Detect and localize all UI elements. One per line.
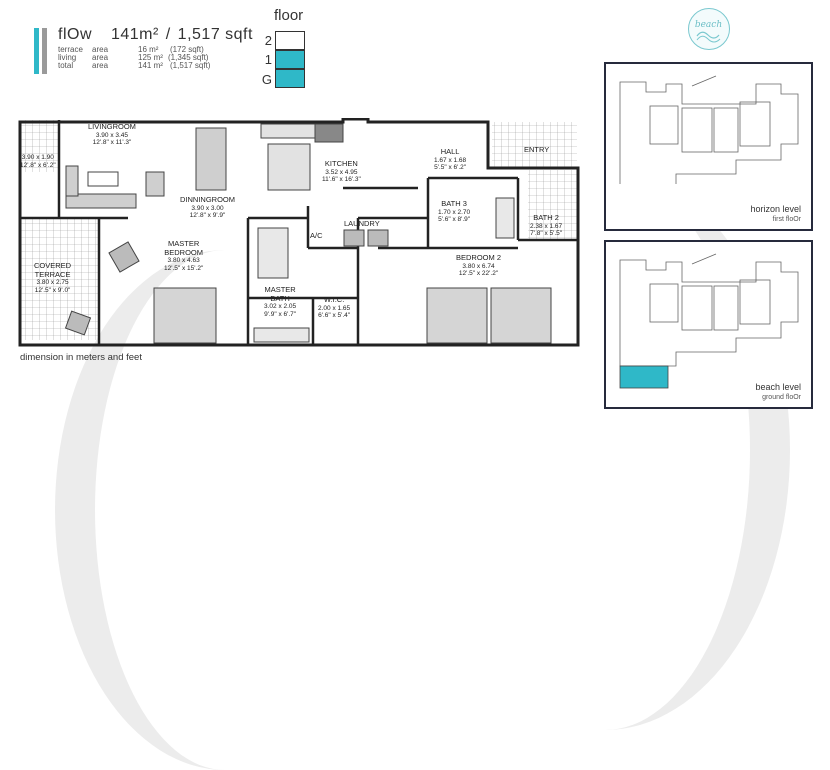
floor-box-1 (275, 50, 305, 69)
unit-size-metric: 141m² (110, 26, 159, 43)
floor-plan-drawing (18, 118, 580, 347)
floor-plan: 3.90 x 1.90 12'.8" x 6'.2" LIVINGROOM 3.… (18, 118, 585, 348)
room-bath2: BATH 2 2.38 x 1.67 7'.8" x 5'.5" (530, 214, 562, 238)
room-living: LIVINGROOM 3.90 x 3.45 12'.8" x 11'.3" (88, 123, 136, 147)
room-name-line2: TERRACE (34, 269, 71, 279)
key-plan-horizon-level: horizon level first floOr (604, 62, 813, 231)
room-dims-imperial: 9'.9" x 6'.7" (264, 310, 297, 318)
room-name-line2: BEDROOM (164, 247, 204, 257)
area-metric: 141 m² (138, 61, 163, 70)
floor-box-g (275, 69, 305, 88)
room-dims-imperial: 12'.5" x 15'.2" (164, 264, 204, 272)
room-name: MASTER (168, 239, 200, 248)
key-plan-drawing (619, 253, 799, 389)
wave-logo-icon: beach (688, 8, 730, 50)
room-dims-imperial: 7'.8" x 5'.5" (530, 230, 563, 237)
room-name-line2: BATH (270, 293, 290, 303)
floor-label-2: 2 (264, 33, 272, 48)
room-master-bedroom: MASTER BEDROOM 3.80 x 4.63 12'.5" x 15'.… (164, 240, 203, 272)
room-dims: 3.90 x 1.90 (21, 154, 54, 161)
key-plan-title: horizon level (750, 204, 801, 214)
key-plan-title: beach level (755, 382, 801, 392)
room-dims-imperial: 12'.8" x 9'.9" (189, 212, 226, 219)
room-name: MASTER (264, 285, 296, 294)
room-name: COVERED (34, 261, 72, 270)
room-name: ENTRY (524, 145, 550, 154)
room-small-terrace: 3.90 x 1.90 12'.8" x 6'.2" (20, 154, 56, 169)
room-name: BATH 2 (533, 213, 559, 222)
room-entry: ENTRY (524, 146, 549, 155)
unit-size-imperial: 1,517 sqft (177, 26, 253, 43)
room-dims: 1.67 x 1.68 (434, 156, 467, 164)
room-dims: 3.90 x 3.45 (95, 131, 129, 139)
room-dims: 3.02 x 2.05 (264, 303, 297, 310)
room-dining: DINNINGROOM 3.90 x 3.00 12'.8" x 9'.9" (180, 196, 235, 220)
logo-text: beach (694, 20, 723, 30)
room-dims-imperial: 12'.5" x 22'.2" (458, 270, 499, 277)
room-name: BEDROOM 2 (456, 253, 502, 262)
room-bedroom2: BEDROOM 2 3.80 x 6.74 12'.5" x 22'.2" (456, 254, 501, 278)
room-dims: 3.52 x 4.95 (325, 168, 358, 176)
unit-size-separator: / (165, 26, 171, 43)
room-dims-imperial: 6'.6" x 5'.4" (318, 312, 351, 319)
room-name: HALL (440, 147, 460, 156)
room-name: A/C (310, 231, 323, 240)
logo-waves (696, 31, 721, 43)
room-dims-imperial: 5'.5" x 6'.2" (434, 164, 467, 171)
title-accent-bar-teal (34, 28, 39, 74)
dimension-footnote: dimension in meters and feet (20, 352, 142, 363)
room-name: LIVINGROOM (88, 122, 136, 131)
room-name: LAUNDRY (344, 219, 380, 228)
area-word: area (92, 61, 109, 70)
room-kitchen: KITCHEN 3.52 x 4.95 11'.6" x 16'.3" (322, 160, 361, 184)
key-plan-drawing (619, 75, 799, 184)
area-label: total (58, 61, 74, 70)
room-bath3: BATH 3 1.70 x 2.70 5'.6" x 8'.9" (438, 200, 470, 224)
unit-name: flOw (58, 26, 92, 43)
room-dims-imperial: 12'.5" x 9'.0" (34, 286, 71, 294)
key-plan-subtitle: first floOr (772, 216, 801, 223)
floor-indicator-title: floor (274, 7, 304, 24)
room-dims-imperial: 5'.6" x 8'.9" (438, 216, 471, 223)
title-accent-bar-grey (42, 28, 47, 74)
key-plan-beach-level: beach level ground floOr (604, 240, 813, 409)
area-word: area (92, 45, 109, 54)
area-metric: 16 m² (138, 45, 159, 54)
room-laundry: LAUNDRY (344, 220, 380, 229)
room-dims: 2.38 x 1.67 (530, 222, 563, 230)
floor-box-2 (275, 31, 305, 50)
room-covered-terrace: COVERED TERRACE 3.80 x 2.75 12'.5" x 9'.… (34, 262, 71, 294)
area-imperial: (1,517 sqft) (170, 61, 211, 70)
room-dims: 3.80 x 2.75 (36, 279, 69, 286)
room-name: BATH 3 (441, 199, 467, 208)
room-dims-imperial: 12'.8" x 6'.2" (20, 161, 56, 169)
room-dims-imperial: 12'.8" x 11'.3" (92, 139, 132, 146)
area-imperial: (172 sqft) (170, 45, 204, 54)
room-dims: 3.80 x 4.63 (167, 257, 200, 264)
room-hall: HALL 1.67 x 1.68 5'.5" x 6'.2" (434, 148, 466, 172)
floor-label-g: G (261, 72, 272, 87)
area-label: terrace (58, 45, 83, 54)
room-dims: 1.70 x 2.70 (438, 208, 471, 216)
room-name: DINNINGROOM (180, 195, 235, 204)
area-imperial: (1,345 sqft) (168, 53, 209, 62)
area-metric: 125 m² (138, 53, 163, 62)
area-word: area (92, 53, 109, 62)
room-dims-imperial: 11'.6" x 16'.3" (322, 176, 361, 183)
floor-label-1: 1 (264, 52, 272, 67)
room-dims: 2.00 x 1.65 (318, 304, 351, 312)
room-dims: 3.80 x 6.74 (462, 262, 495, 270)
room-master-bath: MASTER BATH 3.02 x 2.05 9'.9" x 6'.7" (264, 286, 296, 318)
unit-title: flOw 141m² / 1,517 sqft (58, 26, 253, 44)
room-ac: A/C (310, 232, 323, 241)
room-name: W.I.C. (323, 295, 345, 304)
room-dims: 3.90 x 3.00 (191, 204, 224, 212)
room-name: KITCHEN (324, 159, 358, 168)
room-wic: W.I.C. 2.00 x 1.65 6'.6" x 5'.4" (318, 296, 350, 320)
area-label: living (58, 53, 77, 62)
key-plan-subtitle: ground floOr (762, 394, 801, 401)
